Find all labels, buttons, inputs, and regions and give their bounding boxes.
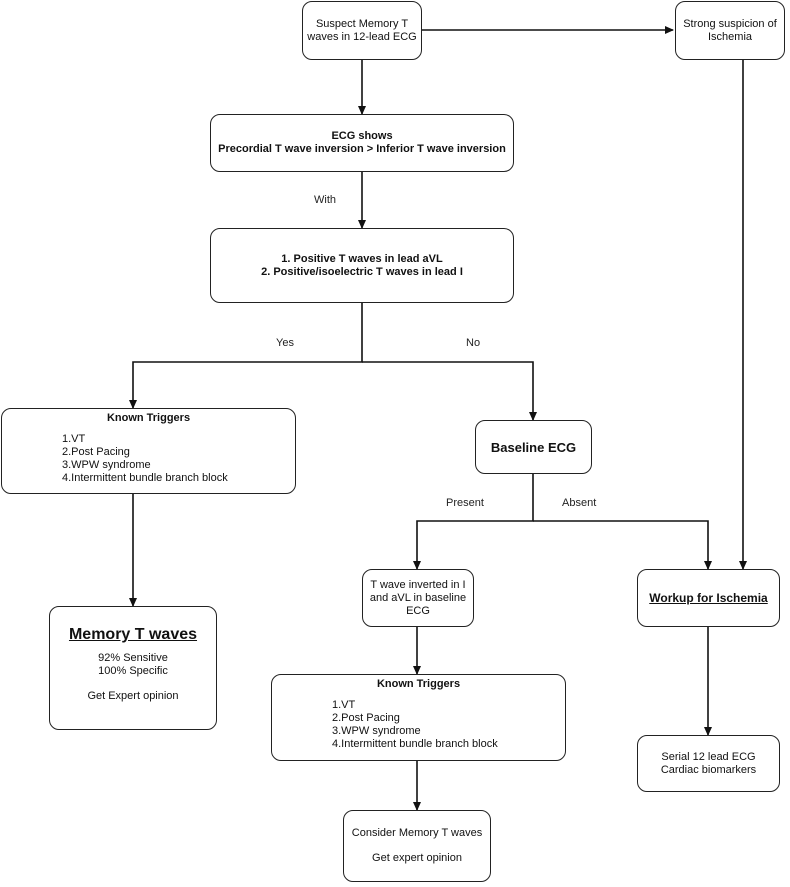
list-item: 4.Intermittent bundle branch block: [62, 472, 228, 484]
edge-label-absent: Absent: [562, 497, 597, 509]
node-memory-t-waves: Memory T waves 92% Sensitive 100% Specif…: [49, 606, 217, 730]
node-t-wave-inverted-baseline: T wave inverted in I and aVL in baseline…: [362, 569, 474, 627]
list-item: 3.WPW syndrome: [62, 459, 151, 471]
list-item: 1.VT: [332, 699, 356, 711]
edge-label-yes: Yes: [276, 337, 294, 349]
edge-label-no: No: [466, 337, 481, 349]
memory-sensitivity: 92% Sensitive: [98, 652, 168, 664]
consider-memory-title: Consider Memory T waves: [351, 827, 483, 839]
node-ecg-shows: ECG shows Precordial T wave inversion > …: [210, 114, 514, 172]
node-suspect-text: Suspect Memory T waves in 12-lead ECG: [307, 17, 417, 43]
node-baseline-ecg: Baseline ECG: [475, 420, 592, 474]
known-triggers-mid-title: Known Triggers: [376, 678, 461, 690]
edge-label-with: With: [314, 194, 336, 206]
serial-ecg-line-2: Cardiac biomarkers: [660, 763, 757, 776]
workup-ischemia-text: Workup for Ischemia: [649, 590, 768, 605]
memory-specificity: 100% Specific: [98, 665, 168, 677]
ecg-shows-title: ECG shows: [331, 130, 393, 142]
baseline-ecg-text: Baseline ECG: [490, 439, 577, 455]
edge-label-present: Present: [446, 497, 484, 509]
criteria-line-1: 1. Positive T waves in lead aVL: [281, 252, 443, 265]
memory-t-waves-title: Memory T waves: [68, 626, 198, 643]
criteria-line-2: 2. Positive/isoelectric T waves in lead …: [261, 265, 463, 278]
arrow-yes-to-known-triggers: [129, 303, 363, 409]
list-item: 1.VT: [62, 433, 86, 445]
known-triggers-left-list: 1.VT 2.Post Pacing 3.WPW syndrome 4.Inte…: [62, 433, 295, 485]
node-known-triggers-mid: Known Triggers 1.VT 2.Post Pacing 3.WPW …: [271, 674, 566, 761]
serial-ecg-line-1: Serial 12 lead ECG: [661, 750, 756, 763]
t-inverted-text: T wave inverted in I and aVL in baseline…: [369, 578, 467, 617]
arrow-absent-to-workup: [533, 520, 712, 570]
ecg-shows-detail: Precordial T wave inversion > Inferior T…: [218, 143, 506, 155]
known-triggers-left-title: Known Triggers: [106, 412, 191, 424]
node-strong-suspicion-text: Strong suspicion of Ischemia: [683, 17, 777, 43]
node-serial-ecg-biomarkers: Serial 12 lead ECG Cardiac biomarkers: [637, 735, 780, 792]
arrow-present-to-t-inverted: [413, 474, 534, 570]
list-item: 4.Intermittent bundle branch block: [332, 738, 498, 750]
consider-memory-advice: Get expert opinion: [372, 852, 462, 864]
arrow-no-to-baseline-ecg: [362, 361, 537, 421]
list-item: 2.Post Pacing: [332, 712, 400, 724]
node-known-triggers-left: Known Triggers 1.VT 2.Post Pacing 3.WPW …: [1, 408, 296, 494]
node-consider-memory-t-waves: Consider Memory T waves Get expert opini…: [343, 810, 491, 882]
list-item: 2.Post Pacing: [62, 446, 130, 458]
node-workup-ischemia: Workup for Ischemia: [637, 569, 780, 627]
list-item: 3.WPW syndrome: [332, 725, 421, 737]
known-triggers-mid-list: 1.VT 2.Post Pacing 3.WPW syndrome 4.Inte…: [332, 699, 565, 751]
node-suspect-memory-t-waves: Suspect Memory T waves in 12-lead ECG: [302, 1, 422, 60]
node-t-wave-criteria: 1. Positive T waves in lead aVL 2. Posit…: [210, 228, 514, 303]
memory-advice: Get Expert opinion: [87, 690, 179, 702]
node-strong-suspicion-ischemia: Strong suspicion of Ischemia: [675, 1, 785, 60]
